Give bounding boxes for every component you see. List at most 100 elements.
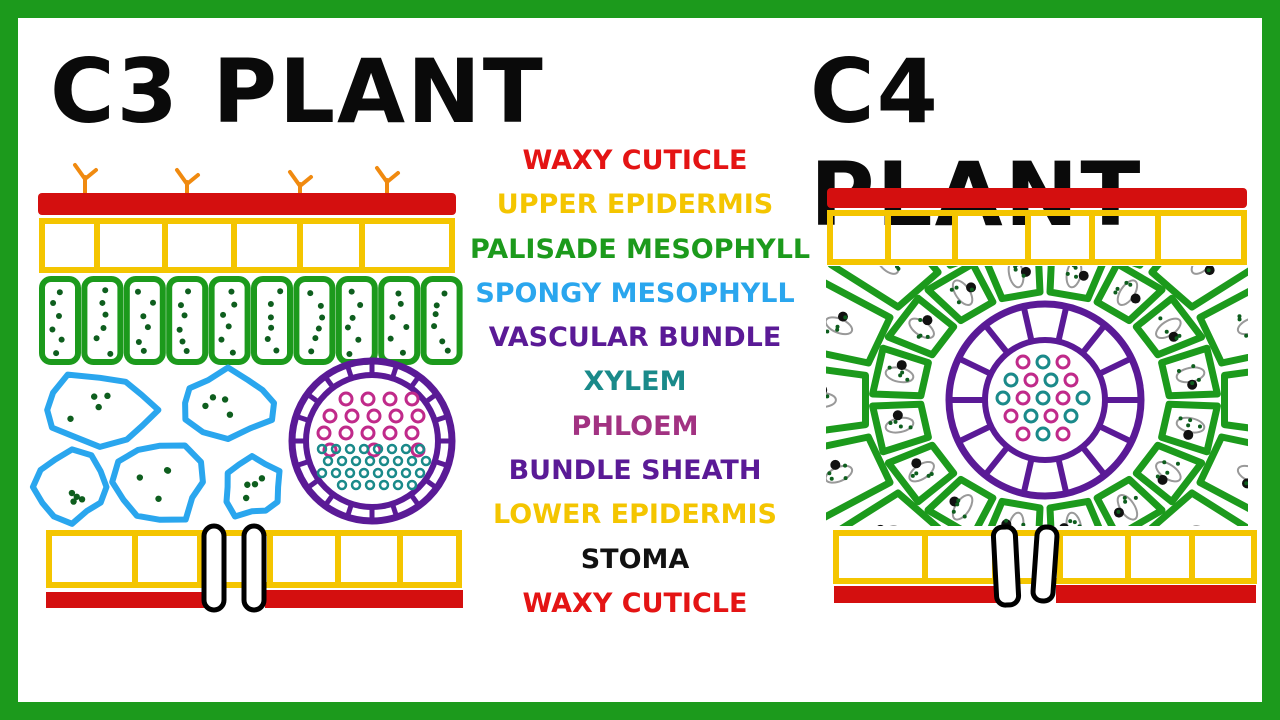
chloroplast [1013, 267, 1018, 272]
phloem-cell [360, 391, 376, 407]
palisade-cell [378, 276, 421, 365]
bundle-sheath-inner [982, 337, 1108, 463]
chloroplast [70, 498, 77, 505]
chloroplast [1191, 364, 1196, 369]
xylem-cell [406, 455, 418, 467]
chloroplast [317, 302, 324, 309]
nucleus [1183, 429, 1194, 440]
chloroplast [949, 287, 954, 292]
chloroplast [209, 394, 217, 401]
phloem-cell [1055, 426, 1071, 442]
chloroplast [1122, 228, 1126, 232]
chloroplast [966, 217, 970, 221]
bundle-sheath-cell-wall [1097, 423, 1133, 445]
mesophyll-cell [1196, 288, 1248, 367]
chloroplast [176, 326, 183, 333]
chloroplast [432, 311, 439, 318]
phloem-cell [382, 425, 398, 441]
phloem-cell [410, 408, 426, 424]
chloroplast [102, 311, 109, 318]
xylem-cell [392, 479, 404, 491]
chloroplast [918, 318, 923, 323]
bundle-sheath-cell-wall [982, 323, 1010, 355]
nucleus [1250, 330, 1260, 340]
phloem-cell [1003, 408, 1019, 424]
chloroplast [100, 324, 107, 331]
chloroplast [809, 398, 813, 402]
spongy-mesophyll-cell [223, 453, 283, 520]
chloroplast [1178, 416, 1183, 421]
phloem-cell [338, 425, 354, 441]
chloroplast [181, 312, 188, 319]
chloroplast [835, 327, 840, 332]
chloroplast [1174, 336, 1179, 341]
xylem-cell [378, 455, 390, 467]
chloroplast [53, 350, 60, 357]
chloroplast [73, 493, 80, 500]
mesophyll-cell [1004, 173, 1086, 244]
bundle-sheath-cell-wall [982, 445, 1010, 477]
nucleus [1263, 405, 1273, 415]
label-bundle-sheath: BUNDLE SHEATH [508, 455, 762, 487]
chloroplast [155, 495, 162, 502]
chloroplast [817, 394, 821, 398]
palisade-cell [81, 276, 124, 365]
vacuole [875, 525, 900, 526]
xylem-cell [330, 467, 342, 479]
chloroplast [1120, 574, 1124, 578]
xylem-cell [995, 390, 1011, 406]
xylem-cell [378, 479, 390, 491]
chloroplast [1164, 329, 1169, 334]
xylem-cell [364, 479, 376, 491]
label-spongy-mesophyll: SPONGY MESOPHYLL [475, 277, 795, 309]
vacuole [1155, 317, 1182, 340]
chloroplast [900, 370, 905, 375]
chloroplast [185, 288, 192, 295]
chloroplast [1269, 390, 1273, 394]
xylem-cell [420, 455, 432, 467]
mesophyll-cell [1132, 441, 1206, 506]
chloroplast [888, 420, 893, 425]
spongy-mesophyll-cell [182, 364, 277, 442]
palisade-cell [420, 276, 463, 365]
chloroplast [1251, 465, 1255, 469]
chloroplast [1021, 273, 1026, 278]
chloroplast [136, 474, 144, 481]
xylem-cell [400, 467, 412, 479]
phloem-cell [316, 425, 332, 441]
chloroplast [898, 373, 903, 378]
chloroplast [1237, 314, 1242, 319]
chloroplast [1177, 333, 1182, 338]
chloroplast [144, 324, 151, 331]
chloroplast [403, 324, 410, 331]
chloroplast [884, 542, 888, 546]
guard-cell [1030, 524, 1060, 604]
chloroplast [315, 325, 322, 332]
mesophyll-cell [1132, 294, 1206, 359]
mesophyll-cell [924, 266, 997, 325]
chloroplast [1176, 369, 1181, 374]
mesophyll-cell [839, 489, 942, 526]
chloroplast [893, 419, 898, 424]
nucleus [830, 459, 841, 470]
chloroplast [104, 392, 111, 400]
chloroplast [1196, 377, 1201, 382]
xylem-cell [414, 443, 426, 455]
chloroplast [1165, 470, 1170, 475]
xylem-cell [1035, 354, 1051, 370]
chloroplast [1122, 223, 1126, 227]
chloroplast [1074, 274, 1079, 279]
chloroplast [1186, 423, 1191, 428]
vacuole [1236, 316, 1248, 336]
chloroplast [395, 290, 402, 297]
chloroplast [140, 313, 147, 320]
xylem-cell [358, 467, 370, 479]
chloroplast [1190, 381, 1195, 386]
nucleus [1157, 474, 1168, 485]
label-lower-epidermis: LOWER EPIDERMIS [493, 499, 777, 531]
bundle-sheath-cell-wall [322, 492, 336, 508]
chloroplast [444, 347, 451, 354]
chloroplast [908, 425, 913, 430]
phloem-cell [1043, 408, 1059, 424]
trichome [73, 163, 98, 197]
